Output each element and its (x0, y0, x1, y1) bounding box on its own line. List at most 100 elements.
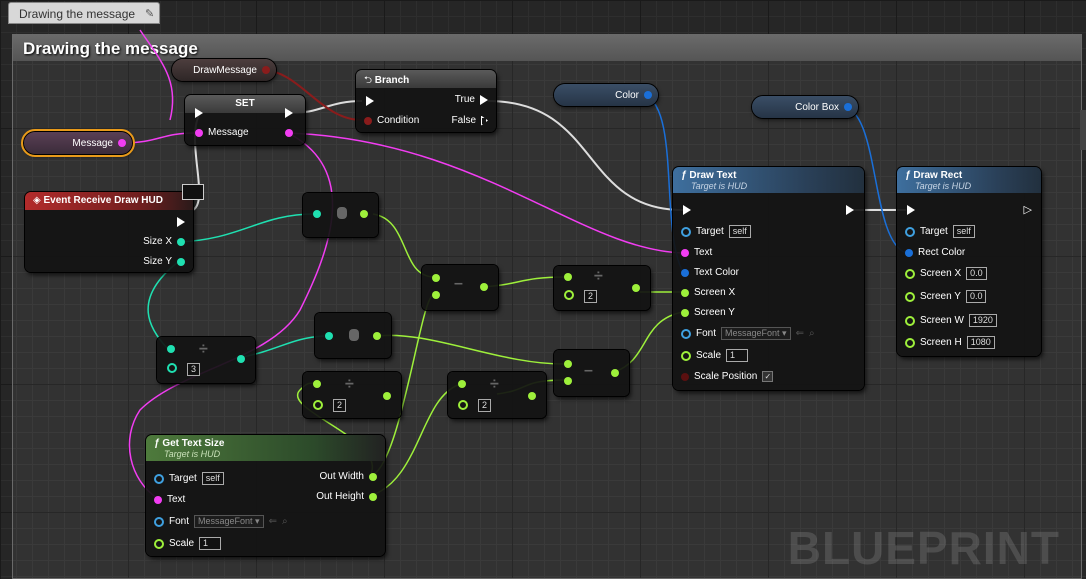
branch-node[interactable]: ⮌ Branch True Condition False (356, 70, 496, 132)
int-pin[interactable] (167, 363, 177, 373)
color-variable[interactable]: Color (554, 84, 658, 106)
float-pin[interactable] (313, 380, 321, 388)
float-pin[interactable] (369, 472, 377, 481)
draw-message-variable[interactable]: DrawMessage (172, 59, 276, 81)
divisor-value[interactable]: 2 (584, 290, 598, 303)
font-dropdown[interactable]: MessageFont ▾ (721, 327, 791, 340)
exec-true-pin[interactable] (480, 94, 488, 105)
exec-in-pin[interactable] (683, 205, 691, 215)
divisor-value[interactable]: 2 (333, 399, 347, 412)
float-pin[interactable] (632, 284, 640, 292)
comment-title-bar[interactable]: Drawing the message (13, 35, 1081, 61)
string-out-pin[interactable] (285, 129, 293, 137)
float-pin[interactable] (383, 392, 391, 400)
float-pin[interactable] (373, 332, 381, 340)
struct-pin[interactable] (844, 103, 852, 111)
float-pin[interactable] (313, 400, 323, 410)
exec-false-pin[interactable] (481, 115, 488, 126)
arrow-left-icon[interactable]: ⇐ (268, 516, 277, 527)
int-to-float-conversion-node[interactable] (315, 313, 391, 358)
float-pin[interactable] (905, 337, 915, 348)
float-pin[interactable] (369, 492, 377, 501)
event-receive-draw-hud-node[interactable]: ◈ Event Receive Draw HUD Size X Size Y (25, 192, 193, 272)
graph-tab[interactable]: Drawing the message ✎ (8, 2, 160, 24)
int-pin[interactable] (177, 257, 185, 266)
float-pin[interactable] (528, 392, 536, 400)
draw-text-node[interactable]: ƒ Draw Text Target is HUD Target self Te… (673, 167, 864, 390)
string-pin[interactable] (118, 139, 126, 147)
divide-node[interactable]: 2 ÷ (303, 372, 401, 418)
screen-y-value[interactable]: 0.0 (965, 290, 987, 303)
float-pin[interactable] (905, 268, 915, 279)
scale-position-checkbox[interactable]: ✓ (762, 371, 774, 382)
bool-pin[interactable] (262, 66, 270, 74)
float-pin[interactable] (564, 360, 572, 368)
struct-pin[interactable] (644, 91, 652, 99)
subtract-node[interactable]: – (422, 265, 498, 310)
float-pin[interactable] (905, 315, 915, 326)
divide-node[interactable]: 2 ÷ (448, 372, 546, 418)
int-pin[interactable] (325, 332, 333, 340)
scale-value[interactable]: 1 (726, 349, 749, 362)
object-pin[interactable] (905, 226, 915, 237)
divisor-value[interactable]: 3 (187, 363, 201, 376)
object-pin[interactable] (154, 473, 164, 484)
message-variable[interactable]: Message (21, 129, 135, 157)
float-pin[interactable] (564, 290, 574, 300)
screen-h-value[interactable]: 1080 (966, 336, 995, 349)
string-pin[interactable] (154, 495, 162, 504)
float-pin[interactable] (432, 291, 440, 299)
struct-pin[interactable] (905, 248, 913, 257)
scale-value[interactable]: 1 (199, 537, 222, 550)
set-node[interactable]: SET Message (185, 95, 305, 145)
float-pin[interactable] (611, 369, 619, 377)
target-value[interactable]: self (952, 225, 975, 238)
get-text-size-node[interactable]: ƒ Get Text Size Target is HUD Target sel… (146, 435, 385, 556)
exec-out-pin[interactable]: ▷ (1023, 204, 1032, 216)
divide-node[interactable]: 2 ÷ (554, 266, 650, 310)
float-pin[interactable] (905, 291, 915, 302)
float-pin[interactable] (458, 380, 466, 388)
search-icon[interactable]: ⌕ (281, 516, 288, 527)
scrollbar-handle[interactable] (1080, 110, 1086, 150)
exec-out-pin[interactable] (285, 108, 293, 118)
exec-in-pin[interactable] (366, 96, 374, 106)
exec-out-pin[interactable] (846, 205, 854, 215)
float-pin[interactable] (681, 308, 689, 317)
float-pin[interactable] (480, 283, 488, 291)
divide-int-node[interactable]: 3 ÷ (157, 337, 255, 383)
float-pin[interactable] (360, 210, 368, 218)
object-pin[interactable] (681, 226, 691, 237)
float-pin[interactable] (564, 377, 572, 385)
object-pin[interactable] (154, 516, 164, 527)
font-dropdown[interactable]: MessageFont ▾ (194, 515, 264, 528)
float-pin[interactable] (681, 350, 691, 361)
draw-rect-node[interactable]: ƒ Draw Rect Target is HUD ▷ Target self … (897, 167, 1041, 356)
float-pin[interactable] (154, 538, 164, 549)
int-pin[interactable] (313, 210, 321, 218)
int-pin[interactable] (237, 355, 245, 363)
target-value[interactable]: self (201, 472, 224, 485)
screen-w-value[interactable]: 1920 (968, 314, 997, 327)
float-pin[interactable] (458, 400, 468, 410)
object-pin[interactable] (681, 328, 691, 339)
float-pin[interactable] (564, 273, 572, 281)
color-box-variable[interactable]: Color Box (752, 96, 858, 118)
int-to-float-conversion-node[interactable] (303, 193, 378, 237)
struct-pin[interactable] (681, 268, 689, 277)
float-pin[interactable] (681, 288, 689, 297)
bool-pin[interactable] (681, 372, 689, 381)
string-pin[interactable] (681, 248, 689, 257)
string-pin[interactable] (195, 128, 203, 137)
screen-x-value[interactable]: 0.0 (966, 267, 987, 280)
exec-out-pin[interactable] (177, 217, 185, 227)
exec-in-pin[interactable] (907, 205, 915, 215)
arrow-left-icon[interactable]: ⇐ (795, 328, 804, 339)
search-icon[interactable]: ⌕ (808, 328, 815, 339)
float-pin[interactable] (432, 274, 440, 282)
divisor-value[interactable]: 2 (478, 399, 492, 412)
subtract-node[interactable]: – (554, 350, 629, 396)
int-pin[interactable] (167, 345, 175, 353)
bool-pin[interactable] (364, 116, 372, 125)
int-pin[interactable] (177, 237, 185, 246)
